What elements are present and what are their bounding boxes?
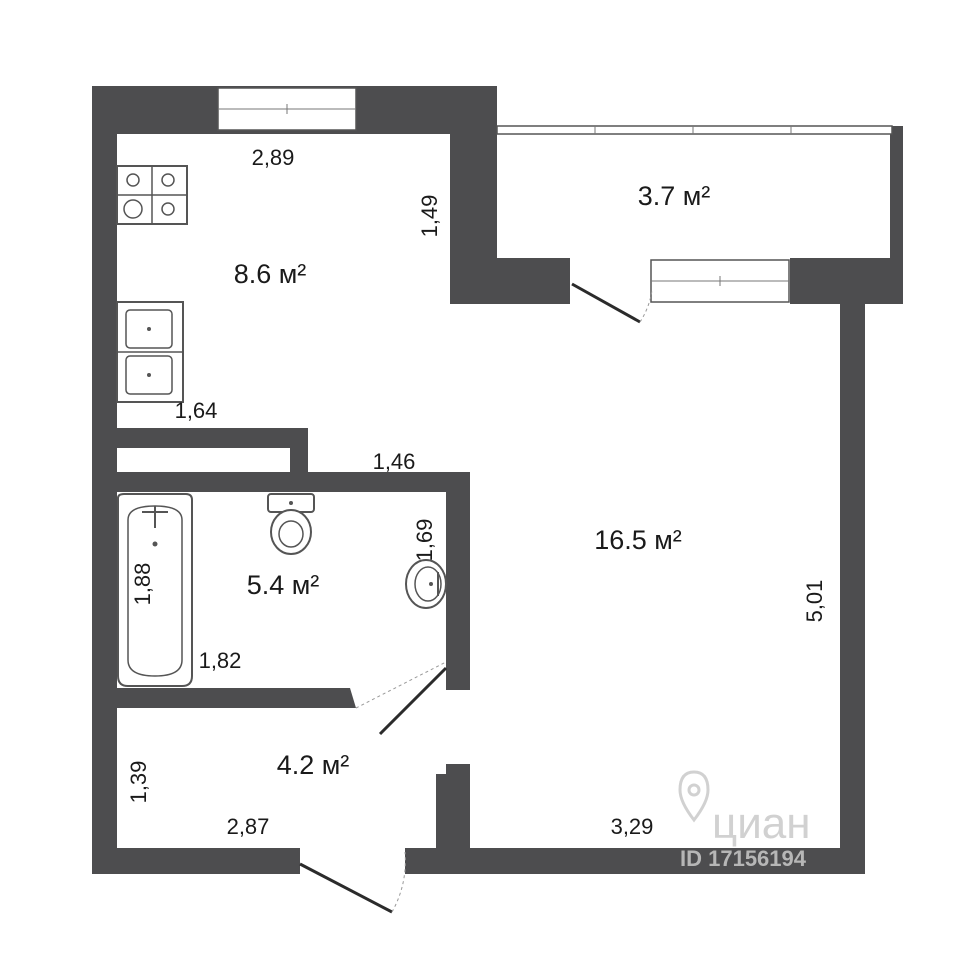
wall-kitchen-bottom: [92, 428, 308, 448]
wall-balcony-right: [890, 126, 903, 304]
watermark-brand: циан: [712, 799, 811, 848]
cian-watermark: циан ID 17156194: [678, 770, 811, 871]
dim-living-bottom: 3,29: [611, 814, 654, 839]
wall-bath-bottom: [92, 688, 356, 708]
entrance-door: [299, 862, 393, 914]
balcony-glazing: [496, 125, 893, 135]
room-area-kitchen: 8.6 м²: [234, 259, 307, 289]
wall-hall-right-top: [446, 660, 470, 690]
toilet-icon: [267, 493, 315, 555]
stove-icon: [116, 165, 188, 225]
dim-bath-right: 1,69: [412, 519, 437, 562]
wall-hall-door-jamb: [436, 774, 450, 848]
dim-kitchen-bottom: 1,64: [175, 398, 218, 423]
room-area-bathroom: 5.4 м²: [247, 570, 320, 600]
room-area-hallway: 4.2 м²: [277, 750, 350, 780]
watermark-id: ID 17156194: [680, 846, 807, 871]
doors: [299, 282, 653, 914]
dim-kitchen-right: 1,49: [417, 195, 442, 238]
wall-bottom-right: [405, 848, 865, 874]
dim-bath-bottom: 1,82: [199, 648, 242, 673]
wall-right: [840, 290, 865, 874]
dim-living-right: 5,01: [802, 580, 827, 623]
dim-corridor-top: 1,46: [373, 449, 416, 474]
walls: [92, 86, 903, 874]
dim-hall-left: 1,39: [126, 761, 151, 804]
kitchen-sink-icon: [116, 301, 184, 403]
dim-hall-bottom: 2,87: [227, 814, 270, 839]
wall-bottom-left: [92, 848, 300, 874]
washbasin-icon: [405, 559, 447, 609]
wall-balcony-left-block: [450, 258, 570, 304]
bathtub-icon: [117, 493, 193, 687]
dim-bath-tub: 1,88: [130, 563, 155, 606]
windows: [217, 87, 893, 303]
room-area-balcony: 3.7 м²: [638, 181, 711, 211]
wall-bath-top: [92, 472, 470, 492]
balcony-door: [571, 282, 641, 324]
bathroom-door: [378, 666, 448, 736]
wall-bath-right: [446, 472, 470, 690]
room-area-living: 16.5 м²: [594, 525, 682, 555]
map-pin-icon: [678, 770, 710, 823]
dim-kitchen-top: 2,89: [252, 145, 295, 170]
